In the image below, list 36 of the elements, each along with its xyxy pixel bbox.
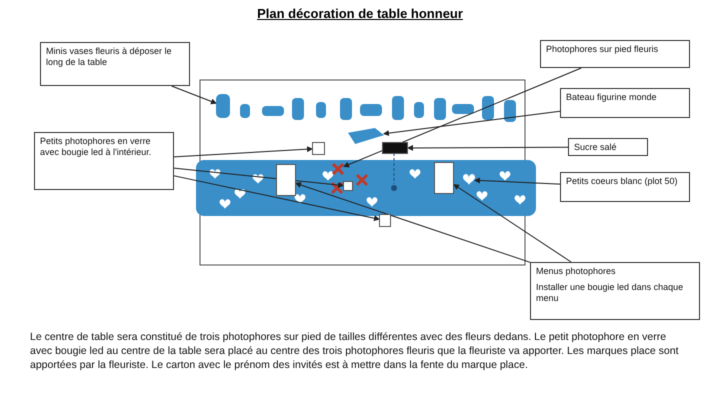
heart-icon bbox=[463, 174, 475, 186]
title: Plan décoration de table honneur bbox=[256, 6, 464, 21]
callout-box bbox=[540, 40, 690, 68]
leader-line bbox=[174, 168, 344, 188]
callout-text: Bateau figurine monde bbox=[566, 92, 658, 103]
callout-box bbox=[34, 132, 174, 190]
callout-box bbox=[568, 138, 648, 156]
callout-text: Petits photophores en verre avec bougie led à l'intérieur. bbox=[40, 136, 152, 158]
callout-text: Sucre salé bbox=[574, 142, 618, 153]
photophore-icon bbox=[312, 142, 325, 155]
callout-text: Installer une bougie led dans chaque menu bbox=[536, 282, 684, 304]
photophore-icon bbox=[343, 181, 353, 191]
vase-icon bbox=[216, 94, 230, 118]
photophore-icon bbox=[379, 214, 391, 227]
photophore-icon bbox=[276, 164, 296, 196]
callout-box bbox=[530, 262, 700, 320]
callout-box bbox=[560, 172, 690, 202]
boat-icon bbox=[348, 128, 384, 144]
callout-text: Photophores sur pied fleuris bbox=[546, 44, 660, 55]
photophore-icon bbox=[434, 162, 454, 194]
block-icon bbox=[382, 142, 408, 154]
caption-text: Le centre de table sera constitué de trois photophores sur pied de tailles différentes avec des fleurs dedans. Le petit photophore en verre avec bougie led au centre de la table sera placé au centre des trois photophores fleuris que la fleuriste va apporter. Les marques place sont apportées par la fleuriste. Le carton avec le prénom des invités est à mettre dans la fente du marque place. bbox=[30, 330, 680, 372]
callout-box bbox=[40, 42, 190, 86]
callout-text: Minis vases fleuris à déposer le long de la table bbox=[46, 46, 173, 68]
leader-line bbox=[174, 146, 313, 158]
leader-line bbox=[343, 68, 582, 168]
leader-line bbox=[383, 110, 560, 136]
callout-text: Petits coeurs blanc (plot 50) bbox=[566, 176, 679, 187]
callout-text: Menus photophores bbox=[536, 266, 617, 277]
leader-line bbox=[474, 178, 560, 185]
leader-line bbox=[174, 175, 380, 222]
cross-icon bbox=[332, 163, 344, 175]
leader-line bbox=[407, 144, 568, 151]
leader-line bbox=[171, 86, 217, 104]
callout-box bbox=[560, 88, 690, 118]
leader-line bbox=[453, 184, 572, 262]
